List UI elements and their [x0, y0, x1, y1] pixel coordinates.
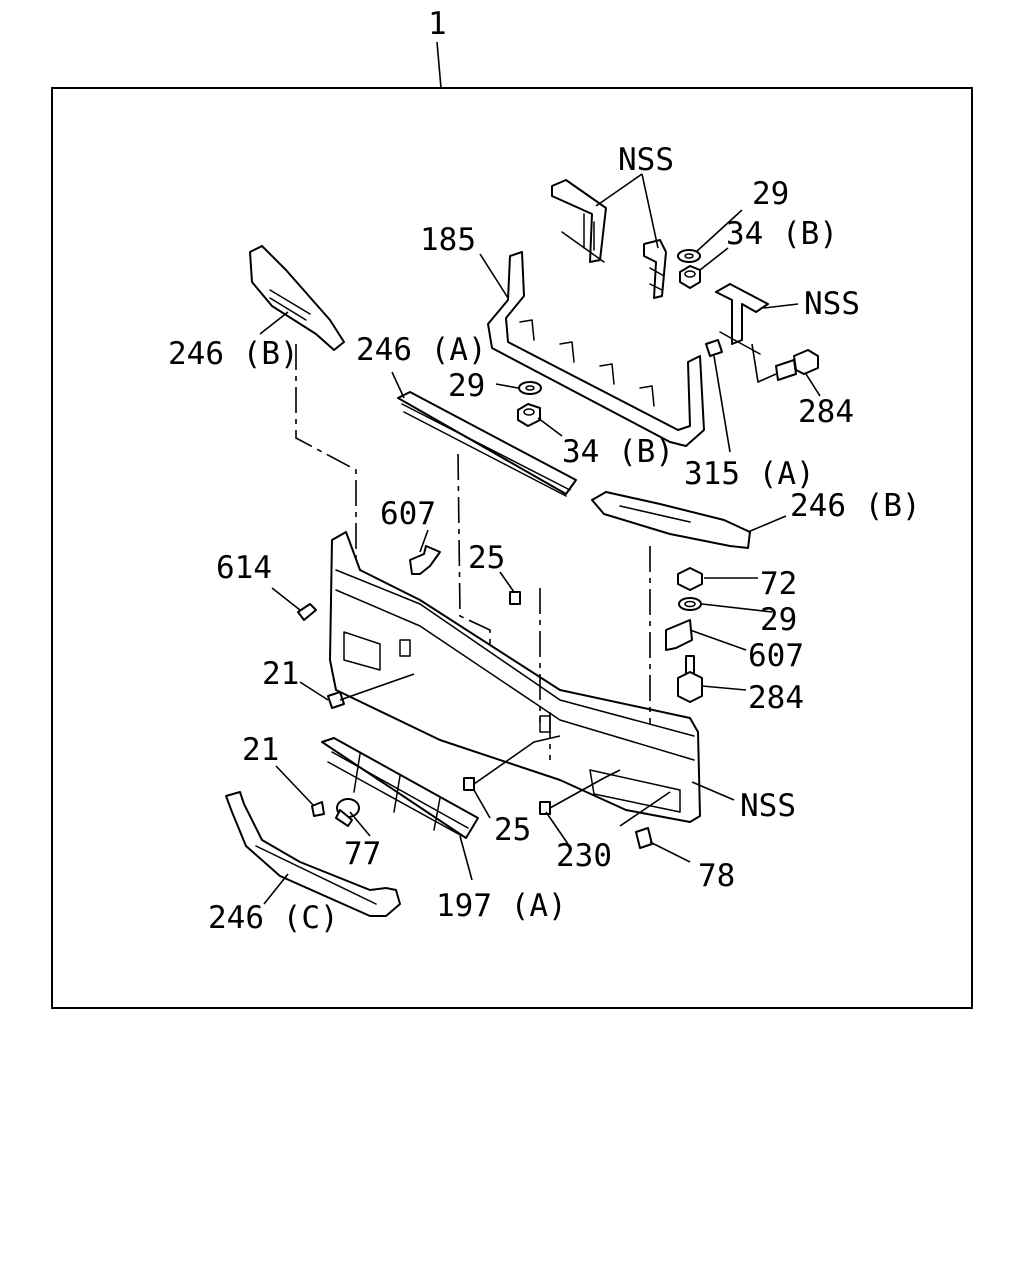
callout-nss-lower: NSS [740, 788, 796, 824]
leader-lines [259, 173, 821, 905]
callout-25-top: 25 [468, 540, 505, 576]
assembly-number: 1 [428, 6, 447, 42]
callout-72: 72 [760, 566, 797, 602]
callout-29-right: 29 [760, 602, 797, 638]
callout-77: 77 [344, 836, 381, 872]
callout-284-right: 284 [748, 680, 804, 716]
washer-29-right [678, 597, 702, 611]
callout-nss-top: NSS [618, 142, 674, 178]
callout-614: 614 [216, 550, 272, 586]
callout-25-lower: 25 [494, 812, 531, 848]
assembly-dash-lines [295, 344, 651, 760]
support-bar-185 [487, 251, 705, 447]
nut-72 [677, 567, 703, 591]
bolt-284-right [677, 655, 703, 703]
nss-bracket-right [715, 283, 769, 355]
callout-21-upper: 21 [262, 656, 299, 692]
assembly-leader [436, 41, 442, 89]
clip-78 [635, 827, 653, 849]
callout-185: 185 [420, 222, 476, 258]
callout-284-top: 284 [798, 394, 854, 430]
nss-bracket-center [643, 239, 667, 299]
assembly-frame [51, 87, 973, 1009]
bracket-315a [705, 339, 723, 357]
callout-230: 230 [556, 838, 612, 874]
bolt-284-top [775, 349, 819, 381]
clip-21-upper [327, 691, 345, 709]
trim-246b-left [249, 245, 345, 351]
grille-246a [397, 391, 577, 497]
clip-607-left [409, 545, 441, 575]
callout-34b-mid: 34 (B) [562, 434, 674, 470]
callout-246b-left: 246 (B) [168, 336, 299, 372]
lower-trim-246c [225, 791, 401, 917]
nss-bracket-left [551, 179, 607, 263]
washer-29-mid [518, 381, 542, 395]
nut-34b-top [679, 265, 701, 289]
callout-nss-right: NSS [804, 286, 860, 322]
callout-197a: 197 (A) [436, 888, 567, 924]
clip-614 [297, 603, 317, 621]
callout-315a: 315 (A) [684, 456, 815, 492]
fastener-77 [335, 798, 360, 827]
washer-29-top [677, 249, 701, 263]
callout-246b-right: 246 (B) [790, 488, 921, 524]
clip-607-right [665, 619, 693, 651]
clip-21-lower [311, 801, 325, 817]
front-bumper [329, 531, 701, 823]
trim-246b-right [591, 491, 751, 549]
callout-78: 78 [698, 858, 735, 894]
callout-29-top: 29 [752, 176, 789, 212]
clip-230 [539, 801, 551, 815]
clip-25-lower [463, 777, 475, 791]
nut-34b-mid [517, 403, 541, 427]
callout-246a: 246 (A) [356, 332, 487, 368]
callout-29-mid: 29 [448, 368, 485, 404]
callout-246c: 246 (C) [208, 900, 339, 936]
callout-607-left: 607 [380, 496, 436, 532]
callout-607-right: 607 [748, 638, 804, 674]
callout-21-lower: 21 [242, 732, 279, 768]
callout-34b-top: 34 (B) [726, 216, 838, 252]
clip-25-top [509, 591, 521, 605]
lower-grille-197a [321, 737, 479, 839]
